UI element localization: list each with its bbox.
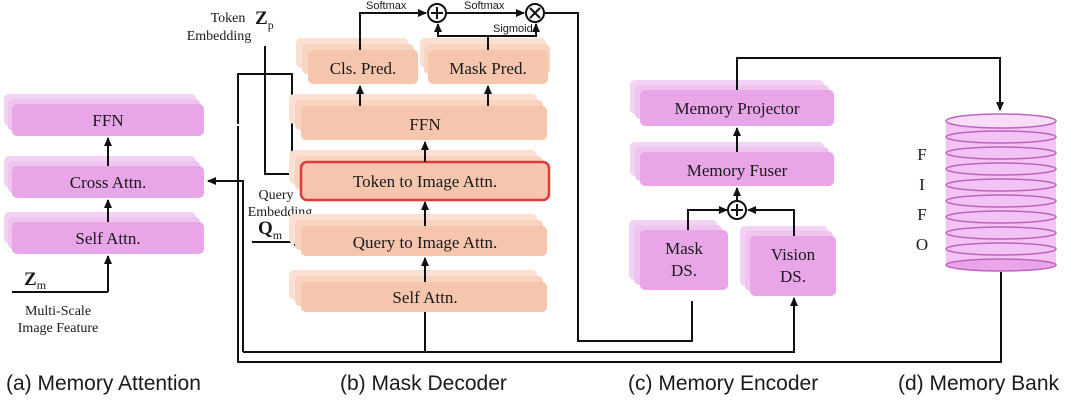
md-mask-pred-block: Mask Pred. bbox=[420, 38, 550, 84]
me-vision-ds-block: Vision DS. bbox=[740, 226, 836, 296]
ma-input-symbol: Zm bbox=[24, 269, 47, 292]
md-softmax-2-label: Softmax bbox=[464, 0, 505, 12]
md-cls-pred-label: Cls. Pred. bbox=[330, 59, 397, 78]
md-token-to-image-block: Token to Image Attn. bbox=[289, 150, 551, 202]
me-memory-fuser-block: Memory Fuser bbox=[630, 142, 834, 186]
memory-encoder-panel: Memory Projector Memory Fuser Mask DS. V… bbox=[628, 57, 1004, 395]
md-cls-pred-block: Cls. Pred. bbox=[296, 38, 418, 84]
mb-fifo-i: I bbox=[919, 175, 925, 194]
mask-decoder-panel: Token Embedding Zp Query Embedding Qm Se… bbox=[187, 0, 693, 395]
ma-self-attn-label: Self Attn. bbox=[75, 229, 140, 248]
ma-cross-attn-label: Cross Attn. bbox=[70, 173, 147, 192]
md-token-label-2: Embedding bbox=[187, 29, 252, 44]
ma-ffn-block: FFN bbox=[4, 94, 204, 136]
md-softmax-1-label: Softmax bbox=[366, 0, 407, 12]
me-mask-ds-label-2: DS. bbox=[671, 261, 697, 280]
md-sigmoid-label: Sigmoid bbox=[493, 23, 533, 35]
me-memory-projector-block: Memory Projector bbox=[630, 80, 834, 126]
md-self-attn-block: Self Attn. bbox=[289, 270, 547, 312]
me-caption: (c) Memory Encoder bbox=[628, 372, 818, 395]
mb-caption: (d) Memory Bank bbox=[898, 372, 1060, 395]
md-caption: (b) Mask Decoder bbox=[340, 372, 507, 395]
ma-input-label-2: Image Feature bbox=[18, 321, 98, 336]
me-mask-ds-label-1: Mask bbox=[665, 239, 703, 258]
md-multiply-icon-b bbox=[529, 7, 541, 19]
mb-fifo-f2: F bbox=[917, 205, 926, 224]
mb-output-line bbox=[237, 126, 1002, 363]
md-token-symbol: Zp bbox=[255, 8, 274, 32]
md-self-attn-label: Self Attn. bbox=[392, 288, 457, 307]
mb-fifo-o: O bbox=[916, 235, 928, 254]
memory-bank-cylinder bbox=[945, 113, 1057, 272]
ma-ffn-label: FFN bbox=[92, 111, 123, 130]
md-output-line bbox=[544, 12, 693, 342]
md-token-label-1: Token bbox=[211, 11, 246, 26]
mb-fifo-f1: F bbox=[917, 145, 926, 164]
md-ffn-label: FFN bbox=[409, 115, 440, 134]
md-query-label-1: Query bbox=[259, 188, 294, 203]
ma-self-attn-block: Self Attn. bbox=[4, 212, 204, 254]
ma-caption: (a) Memory Attention bbox=[6, 372, 201, 395]
me-memory-projector-label: Memory Projector bbox=[674, 99, 799, 118]
arrow-bus-to-cross-attn bbox=[207, 177, 244, 352]
me-mask-ds-block: Mask DS. bbox=[629, 220, 728, 290]
md-ffn-block: FFN bbox=[289, 94, 547, 140]
memory-bank-panel: F I F O (d) Memory Bank bbox=[237, 113, 1060, 395]
bus-to-vision-ds bbox=[243, 297, 798, 353]
ma-cross-attn-block: Cross Attn. bbox=[4, 156, 204, 198]
md-query-to-image-label: Query to Image Attn. bbox=[353, 233, 497, 252]
memory-attention-panel: FFN Cross Attn. Self Attn. Zm Multi-Scal… bbox=[4, 94, 204, 395]
ma-input-label-1: Multi-Scale bbox=[25, 304, 91, 319]
me-projector-to-bank bbox=[736, 57, 1004, 111]
md-token-to-image-label: Token to Image Attn. bbox=[353, 172, 497, 191]
me-vision-ds-label-1: Vision bbox=[771, 245, 816, 264]
me-memory-fuser-label: Memory Fuser bbox=[687, 161, 788, 180]
md-mask-pred-label: Mask Pred. bbox=[449, 59, 526, 78]
me-vision-to-add bbox=[747, 206, 795, 236]
me-mask-to-add bbox=[687, 206, 728, 230]
md-query-symbol: Qm bbox=[258, 218, 283, 242]
me-vision-ds-label-2: DS. bbox=[780, 267, 806, 286]
md-query-to-image-block: Query to Image Attn. bbox=[289, 214, 547, 256]
md-softmax-1-arrow bbox=[359, 9, 427, 50]
md-mask-to-add-arrow bbox=[434, 23, 489, 50]
md-sigmoid-arrow bbox=[488, 23, 540, 37]
